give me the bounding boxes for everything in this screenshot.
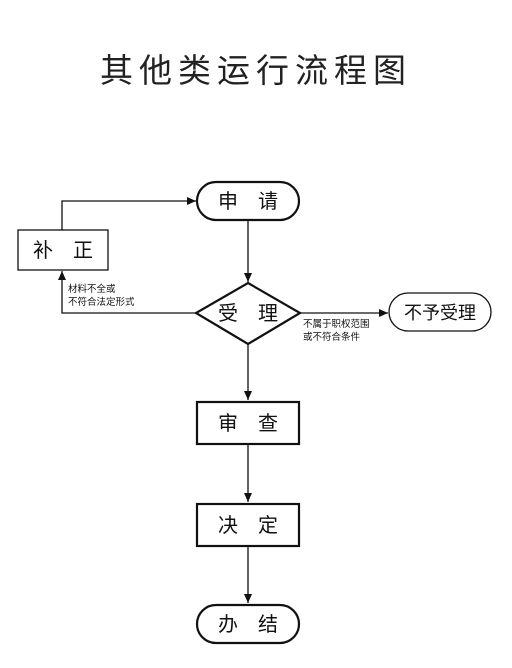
label-out-of-scope-line2: 或不符合条件	[303, 331, 361, 343]
label-incomplete-line2: 不符合法定形式	[68, 296, 135, 308]
node-finish-label: 办 结	[218, 612, 278, 636]
node-review	[195, 400, 301, 446]
node-decide-label: 决 定	[218, 513, 278, 537]
node-review-label: 审 查	[218, 411, 278, 435]
node-reject	[388, 292, 492, 332]
label-out-of-scope-line1: 不属于职权范围	[303, 318, 370, 330]
edge-accept-to-supplement	[58, 271, 196, 314]
node-supplement-label: 补 正	[33, 238, 93, 262]
node-supplement	[17, 229, 109, 271]
node-decide	[195, 502, 301, 548]
diagram-title: 其他类运行流程图	[100, 51, 412, 90]
node-apply	[195, 180, 301, 222]
label-incomplete-line1: 材料不全或	[68, 283, 116, 295]
node-accept	[193, 281, 303, 346]
node-reject-label: 不予受理	[404, 303, 476, 324]
node-apply-label: 申 请	[218, 189, 278, 213]
node-accept-label: 受 理	[218, 301, 278, 325]
edge-supplement-to-apply	[61, 197, 196, 230]
node-finish	[195, 603, 301, 645]
